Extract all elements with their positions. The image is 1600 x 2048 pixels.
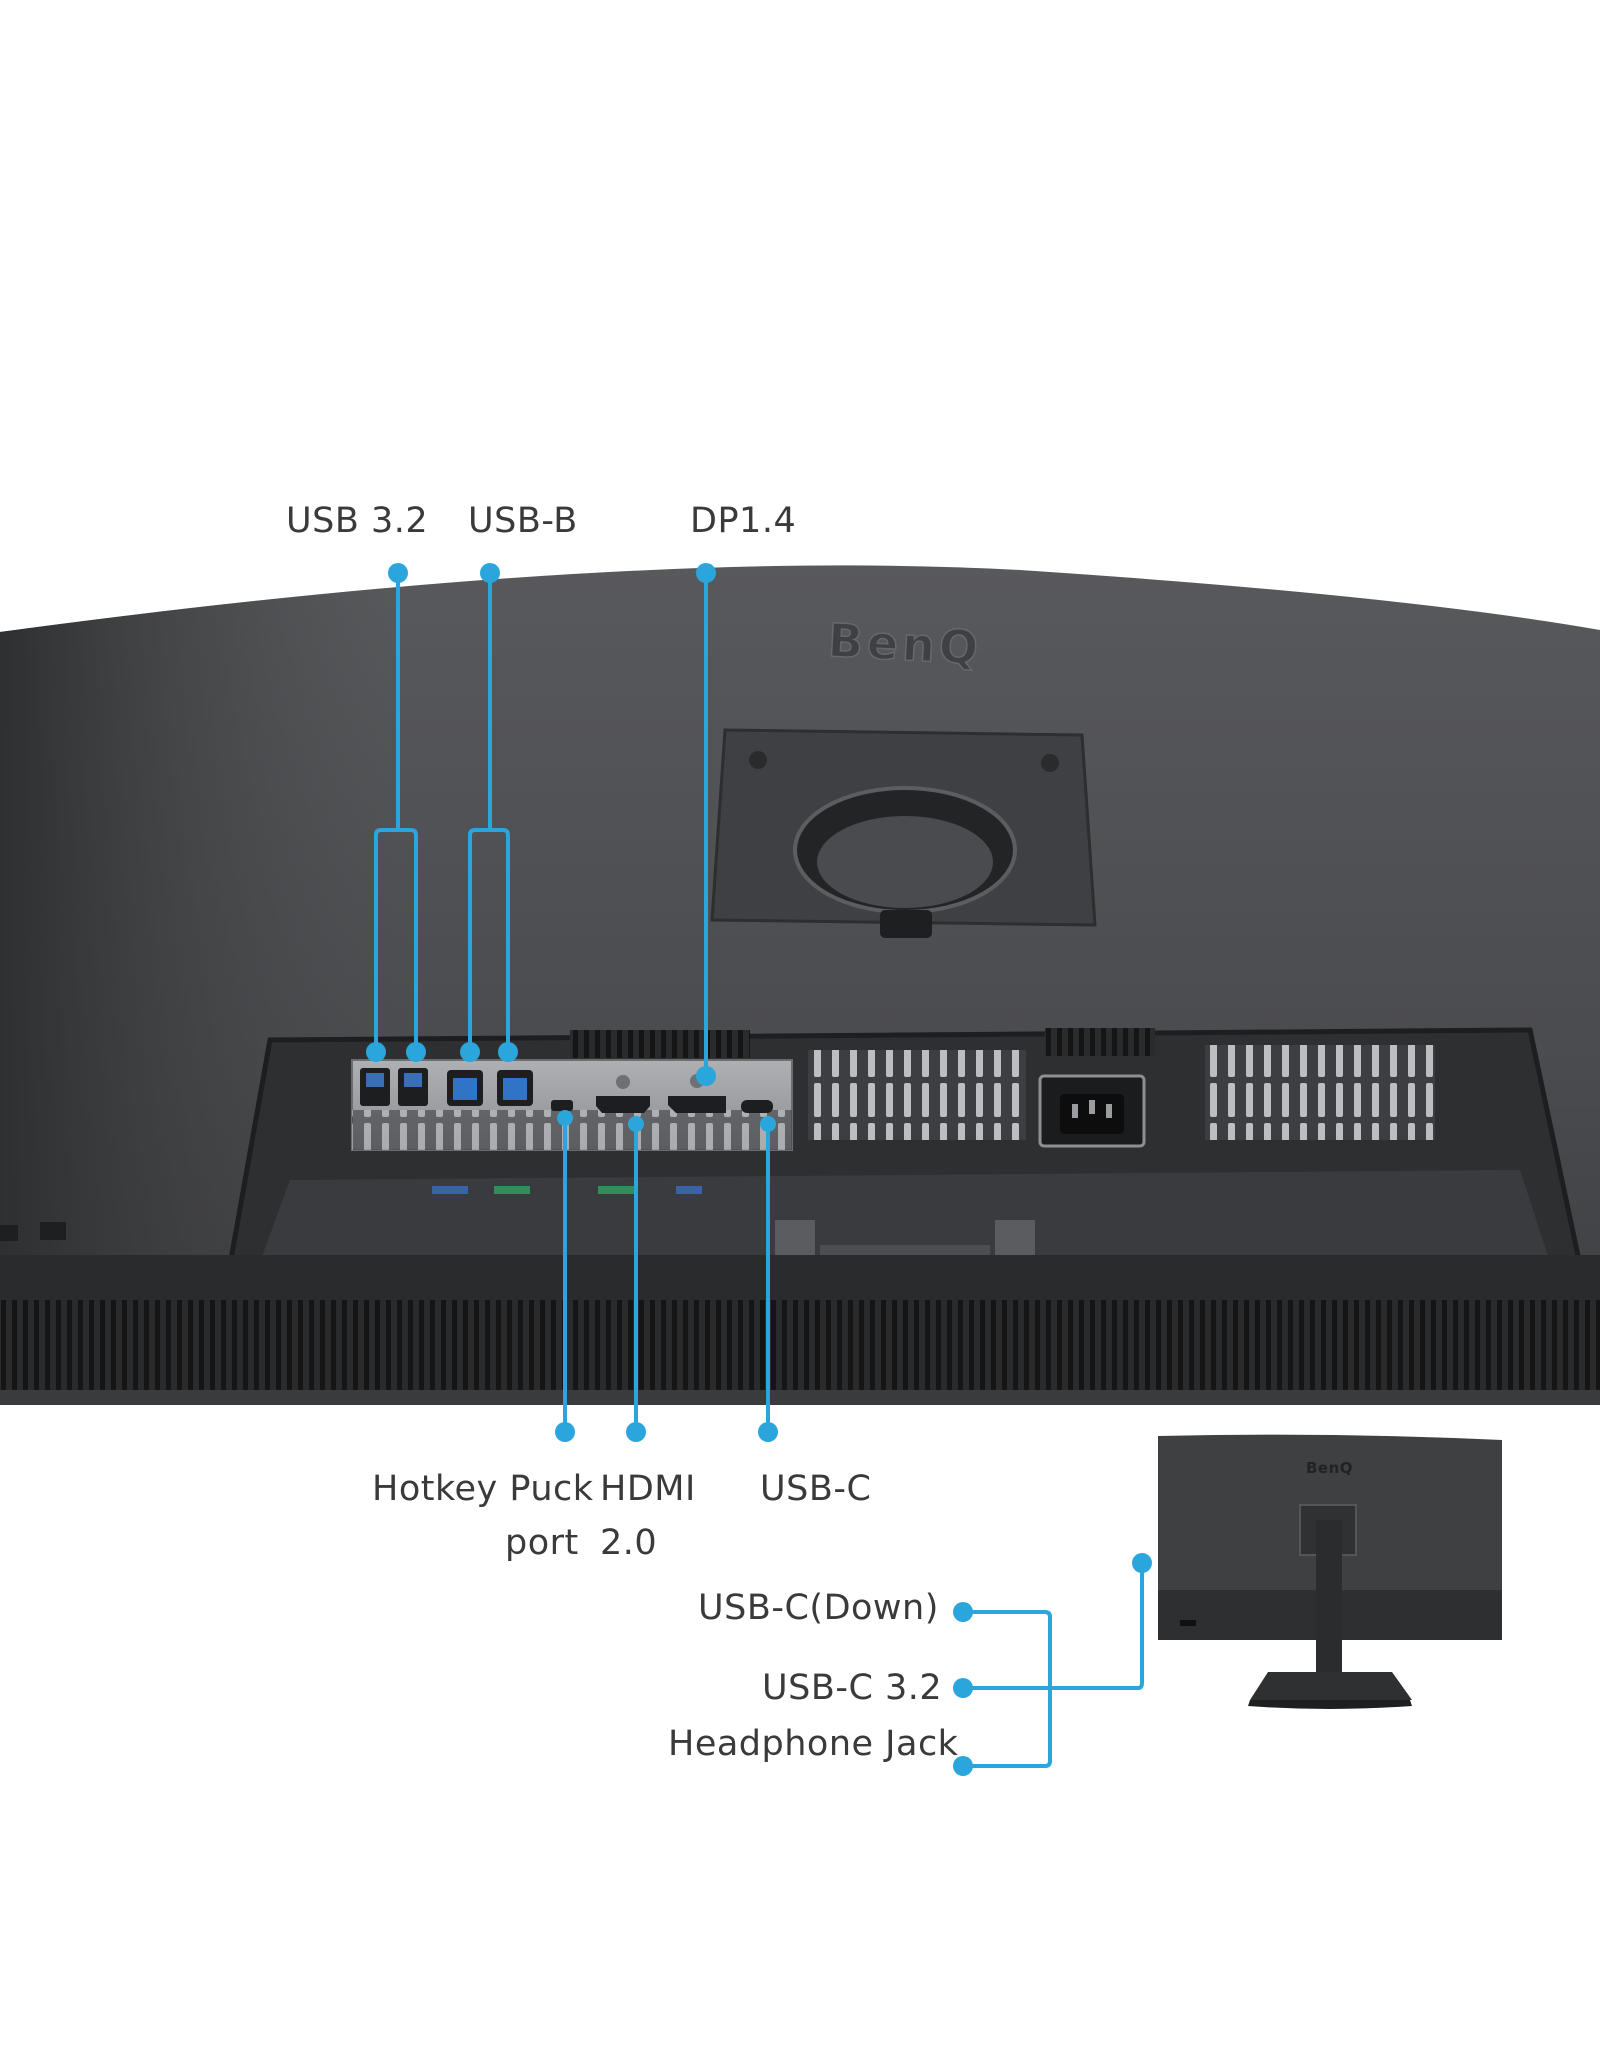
callout-dot-icon: [366, 563, 1152, 1776]
label-usbc: USB-C: [760, 1469, 872, 1509]
usb-a-port-icon: [360, 1068, 428, 1106]
callout-line-side: [963, 1563, 1144, 1768]
small-monitor-thumbnail: [1158, 1434, 1502, 1709]
small-benq-logo: BenQ: [1306, 1459, 1354, 1477]
label-hdmi-line2: 2.0: [600, 1523, 658, 1563]
power-socket-icon: [1038, 1074, 1146, 1148]
label-usbc32: USB-C 3.2: [762, 1668, 943, 1708]
usb-c-port-icon: [741, 1100, 773, 1113]
mini-usb-port-icon: [551, 1100, 573, 1111]
label-usbb: USB-B: [468, 501, 578, 541]
label-headphone: Headphone Jack: [668, 1724, 959, 1764]
label-dp: DP1.4: [690, 501, 797, 541]
label-hotkey-line2: port: [505, 1523, 579, 1563]
label-hotkey-line1: Hotkey Puck: [372, 1469, 594, 1509]
callout-line-usbb: [468, 573, 510, 1048]
benq-logo: BenQ: [827, 613, 984, 675]
hdmi-port-icon: [596, 1096, 650, 1113]
displayport-icon: [668, 1096, 726, 1113]
label-hdmi-line1: HDMI: [600, 1469, 696, 1509]
label-usb32: USB 3.2: [286, 501, 429, 541]
label-usbc-down: USB-C(Down): [698, 1588, 939, 1628]
usb-b-port-icon: [447, 1070, 533, 1106]
callout-line-usb32: [374, 573, 418, 1048]
